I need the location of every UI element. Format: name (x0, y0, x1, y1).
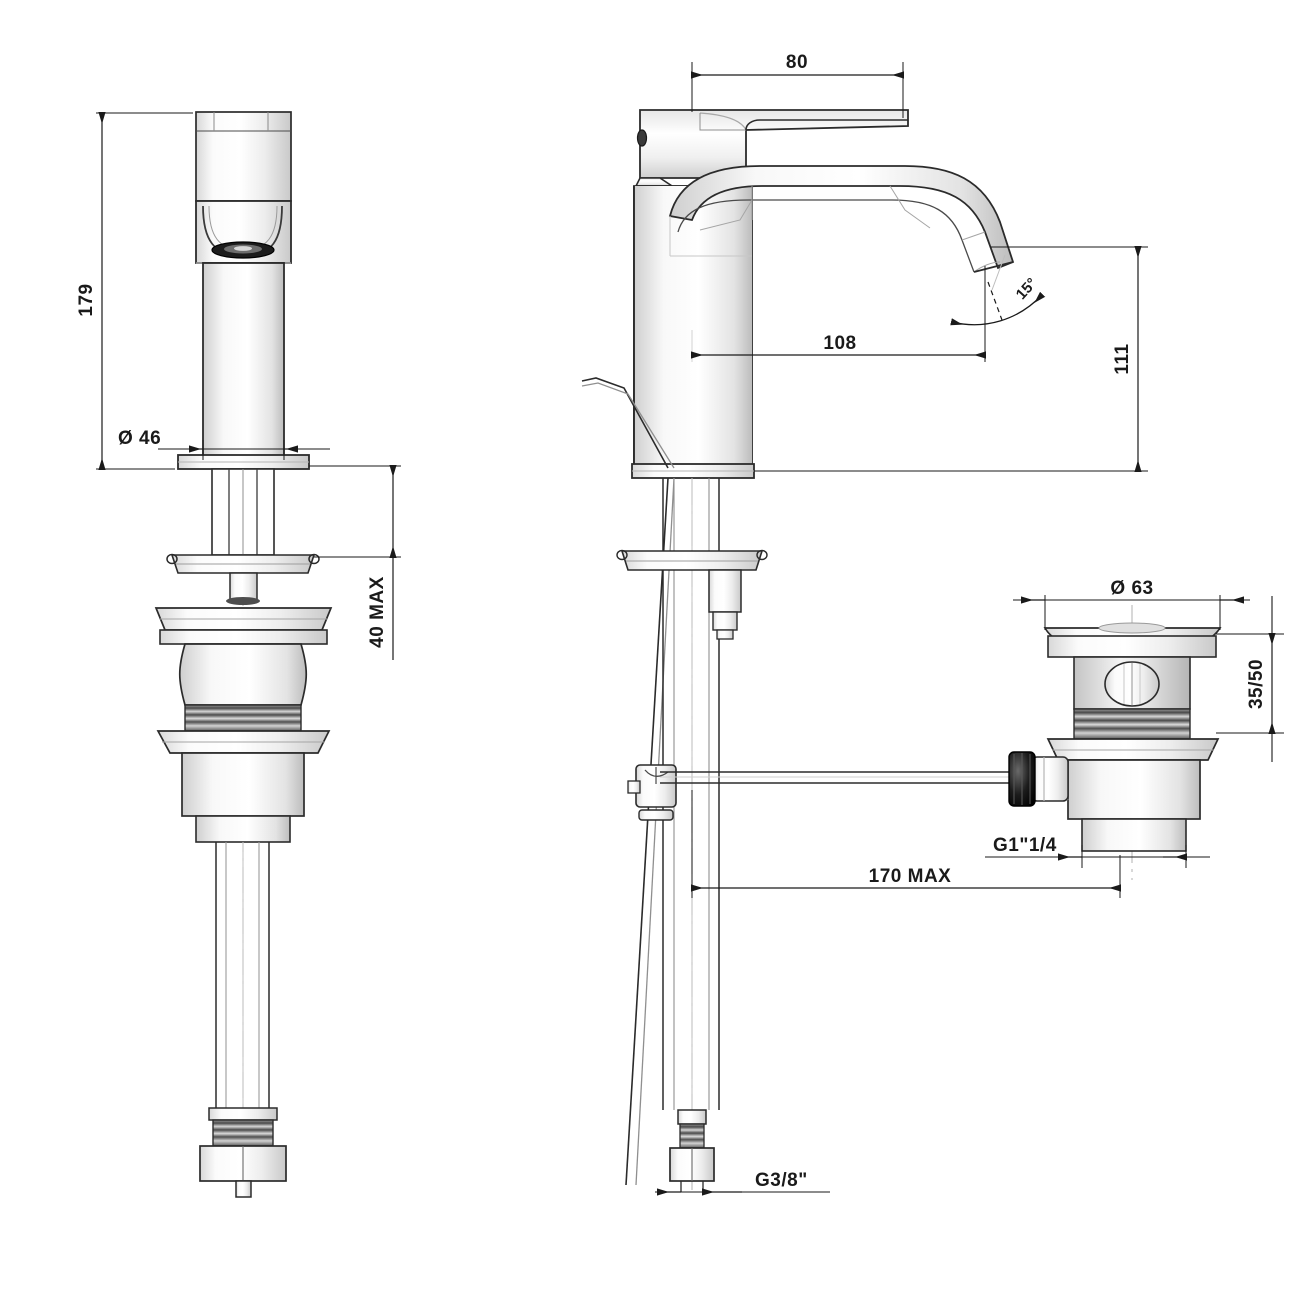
dimension-lever-80: 80 (691, 52, 904, 118)
waste-barrel (1067, 759, 1201, 852)
front-lower-flange (156, 730, 331, 754)
side-popup-pull-rod (581, 377, 675, 1186)
side-spout (668, 165, 1015, 273)
dimension-thickness-40max: 40 MAX (309, 465, 401, 660)
dimension-label-diameter-63: Ø 63 (1110, 578, 1153, 599)
dimension-label-80: 80 (786, 52, 808, 73)
waste-threaded-barrel (1073, 708, 1191, 740)
dimension-label-diameter-46: Ø 46 (118, 428, 161, 449)
front-upper-washer (166, 553, 320, 574)
front-spout-collar (195, 200, 292, 264)
front-shank (211, 468, 275, 556)
side-rod-clamp (627, 764, 677, 821)
side-fixing-nut (708, 569, 742, 640)
side-body-column (633, 185, 753, 465)
side-elevation-view: 80 108 15° 111 170 MAX (581, 52, 1148, 1196)
side-popup-horizontal-rod (660, 771, 1020, 784)
dimension-diameter-46: Ø 46 (118, 428, 330, 460)
dimension-height-111: 111 (754, 246, 1148, 472)
waste-lower-flange (1046, 738, 1220, 761)
dimension-label-170max: 170 MAX (869, 866, 952, 887)
front-elevation-view: 179 Ø 46 40 MAX (76, 111, 401, 1198)
front-base-escutcheon (177, 454, 310, 470)
dimension-label-40max: 40 MAX (367, 576, 388, 648)
dimension-label-3550: 35/50 (1246, 659, 1267, 709)
side-deck-escutcheon (631, 463, 755, 479)
label-waste-thread-g114: G1"1/4 (985, 835, 1210, 868)
front-spacer (226, 572, 260, 605)
dimension-height-179: 179 (76, 112, 193, 470)
front-lower-barrel (181, 752, 305, 843)
side-hose-fitting (669, 1109, 715, 1192)
dimension-label-179: 179 (76, 283, 97, 316)
front-supply-hoses (215, 842, 270, 1108)
front-waisted-body (178, 643, 308, 706)
front-threaded-section (184, 704, 302, 732)
dimension-label-108: 108 (823, 333, 856, 354)
dimension-reach-108: 108 (691, 266, 986, 362)
dimension-label-g114: G1"1/4 (993, 835, 1057, 856)
label-supply-thread-g38: G3/8" (655, 1170, 830, 1196)
waste-lever-connector (1008, 751, 1069, 807)
front-hose-fitting (199, 1107, 287, 1198)
dimension-flange-diameter-63: Ø 63 (1013, 578, 1250, 630)
dimension-thickness-3550: 35/50 (1216, 596, 1284, 762)
front-aerator (195, 111, 292, 202)
waste-cap-flange (1043, 622, 1222, 658)
side-upper-washer (616, 549, 768, 571)
dimension-rod-170max: 170 MAX (691, 790, 1121, 898)
dimension-label-15deg: 15° (1013, 275, 1041, 303)
front-mounting-flange (154, 607, 333, 645)
popup-waste-view: Ø 63 35/50 G1"1/4 (985, 578, 1284, 880)
dimension-label-g38: G3/8" (755, 1170, 808, 1191)
front-body (202, 262, 285, 460)
waste-plug-body (1073, 656, 1191, 710)
dimension-label-111: 111 (1112, 343, 1133, 374)
